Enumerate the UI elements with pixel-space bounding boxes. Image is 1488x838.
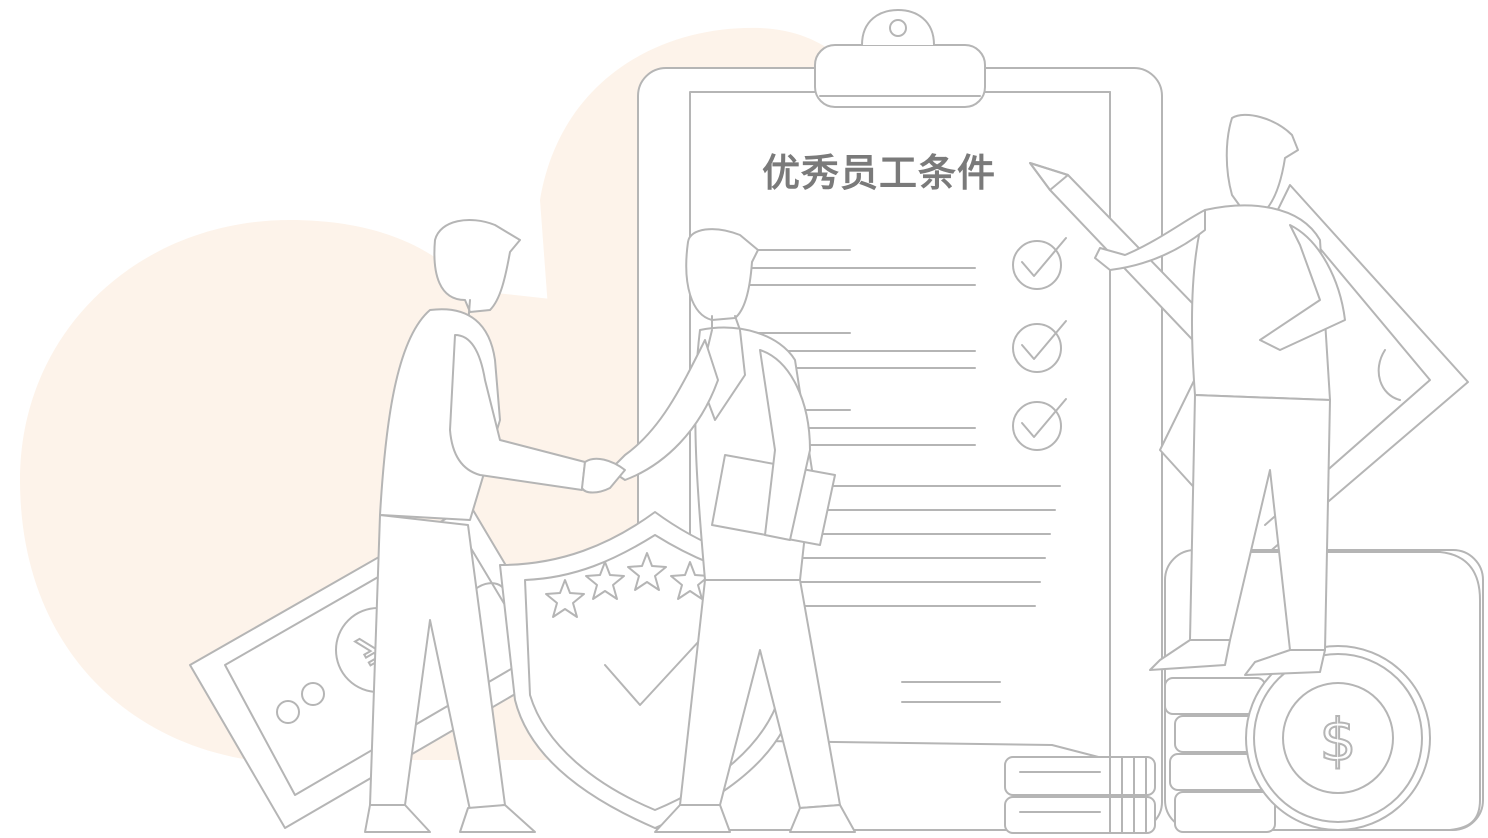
checklist-title: 优秀员工条件 bbox=[762, 151, 997, 195]
check-circle-icon bbox=[1012, 320, 1067, 373]
check-circle-icon bbox=[1012, 237, 1067, 290]
person-left bbox=[364, 219, 586, 833]
coin-stack-icon bbox=[1004, 756, 1156, 834]
dollar-sign: $ bbox=[1320, 706, 1357, 774]
person-right bbox=[1094, 113, 1346, 676]
person-middle bbox=[581, 228, 856, 833]
check-circle-icon bbox=[1012, 398, 1067, 451]
dollar-coin-icon: $ bbox=[1245, 645, 1431, 831]
